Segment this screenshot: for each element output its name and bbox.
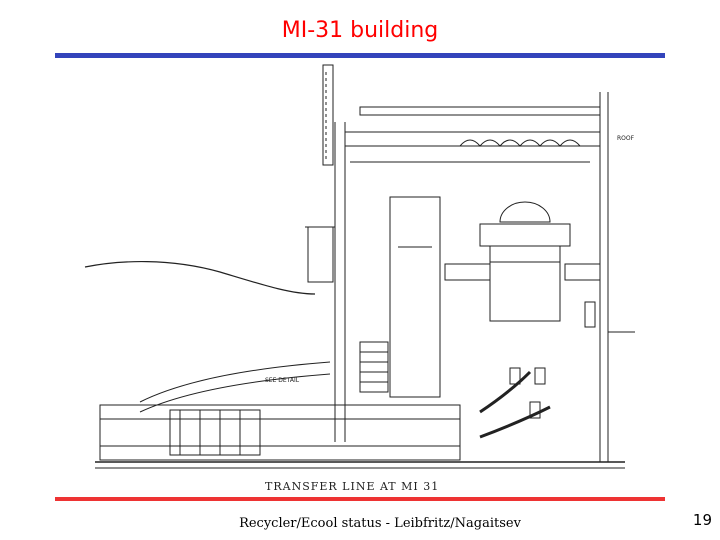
bottom-divider (55, 497, 665, 501)
building-cross-section-drawing: SEE DETAIL ROOF TRANSFER LINE AT MI 31 (84, 64, 635, 493)
drawing-caption: TRANSFER LINE AT MI 31 (265, 480, 439, 493)
slide-footer: Recycler/Ecool status - Leibfritz/Nagait… (239, 516, 521, 531)
drawing-annotation-left: SEE DETAIL (265, 377, 300, 384)
page-number: 19 (692, 511, 712, 529)
slide-title: MI-31 building (281, 18, 439, 43)
top-divider (55, 53, 665, 58)
drawing-annotation-right: ROOF (617, 135, 635, 142)
